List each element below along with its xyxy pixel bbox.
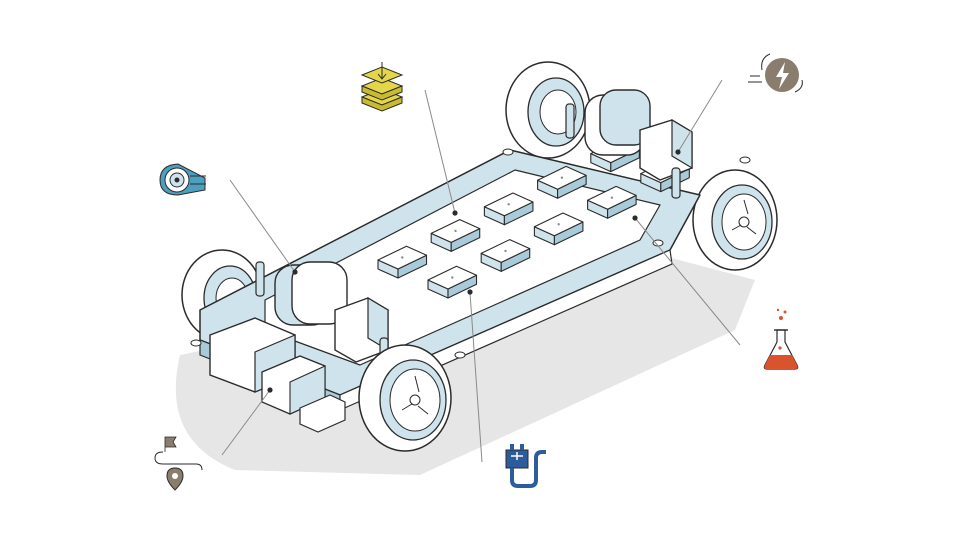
rear-motor-unit — [565, 89, 693, 199]
motor-rotor-icon — [159, 163, 206, 196]
module-terminal — [401, 256, 404, 259]
leader-lines — [221, 79, 741, 463]
leader-dots — [267, 149, 681, 393]
route-pin-icon — [154, 436, 203, 491]
module-terminal — [451, 276, 454, 279]
flask-icon — [763, 308, 799, 370]
module-terminal — [610, 196, 614, 199]
module-terminal — [557, 223, 560, 226]
module-terminal — [560, 176, 564, 179]
module-terminal — [504, 249, 507, 253]
front-electronics — [209, 317, 346, 433]
rear-right-wheel — [692, 169, 778, 271]
module-terminal — [507, 203, 510, 206]
front-motor-unit — [255, 261, 389, 367]
battery-modules — [377, 139, 690, 299]
plug-connector-icon — [505, 444, 546, 488]
lightning-cycle-icon — [748, 53, 803, 93]
front-right-wheel — [358, 344, 452, 452]
stacked-cells-icon — [360, 62, 404, 112]
module-terminal — [454, 229, 457, 233]
rear-left-wheel — [505, 61, 591, 159]
